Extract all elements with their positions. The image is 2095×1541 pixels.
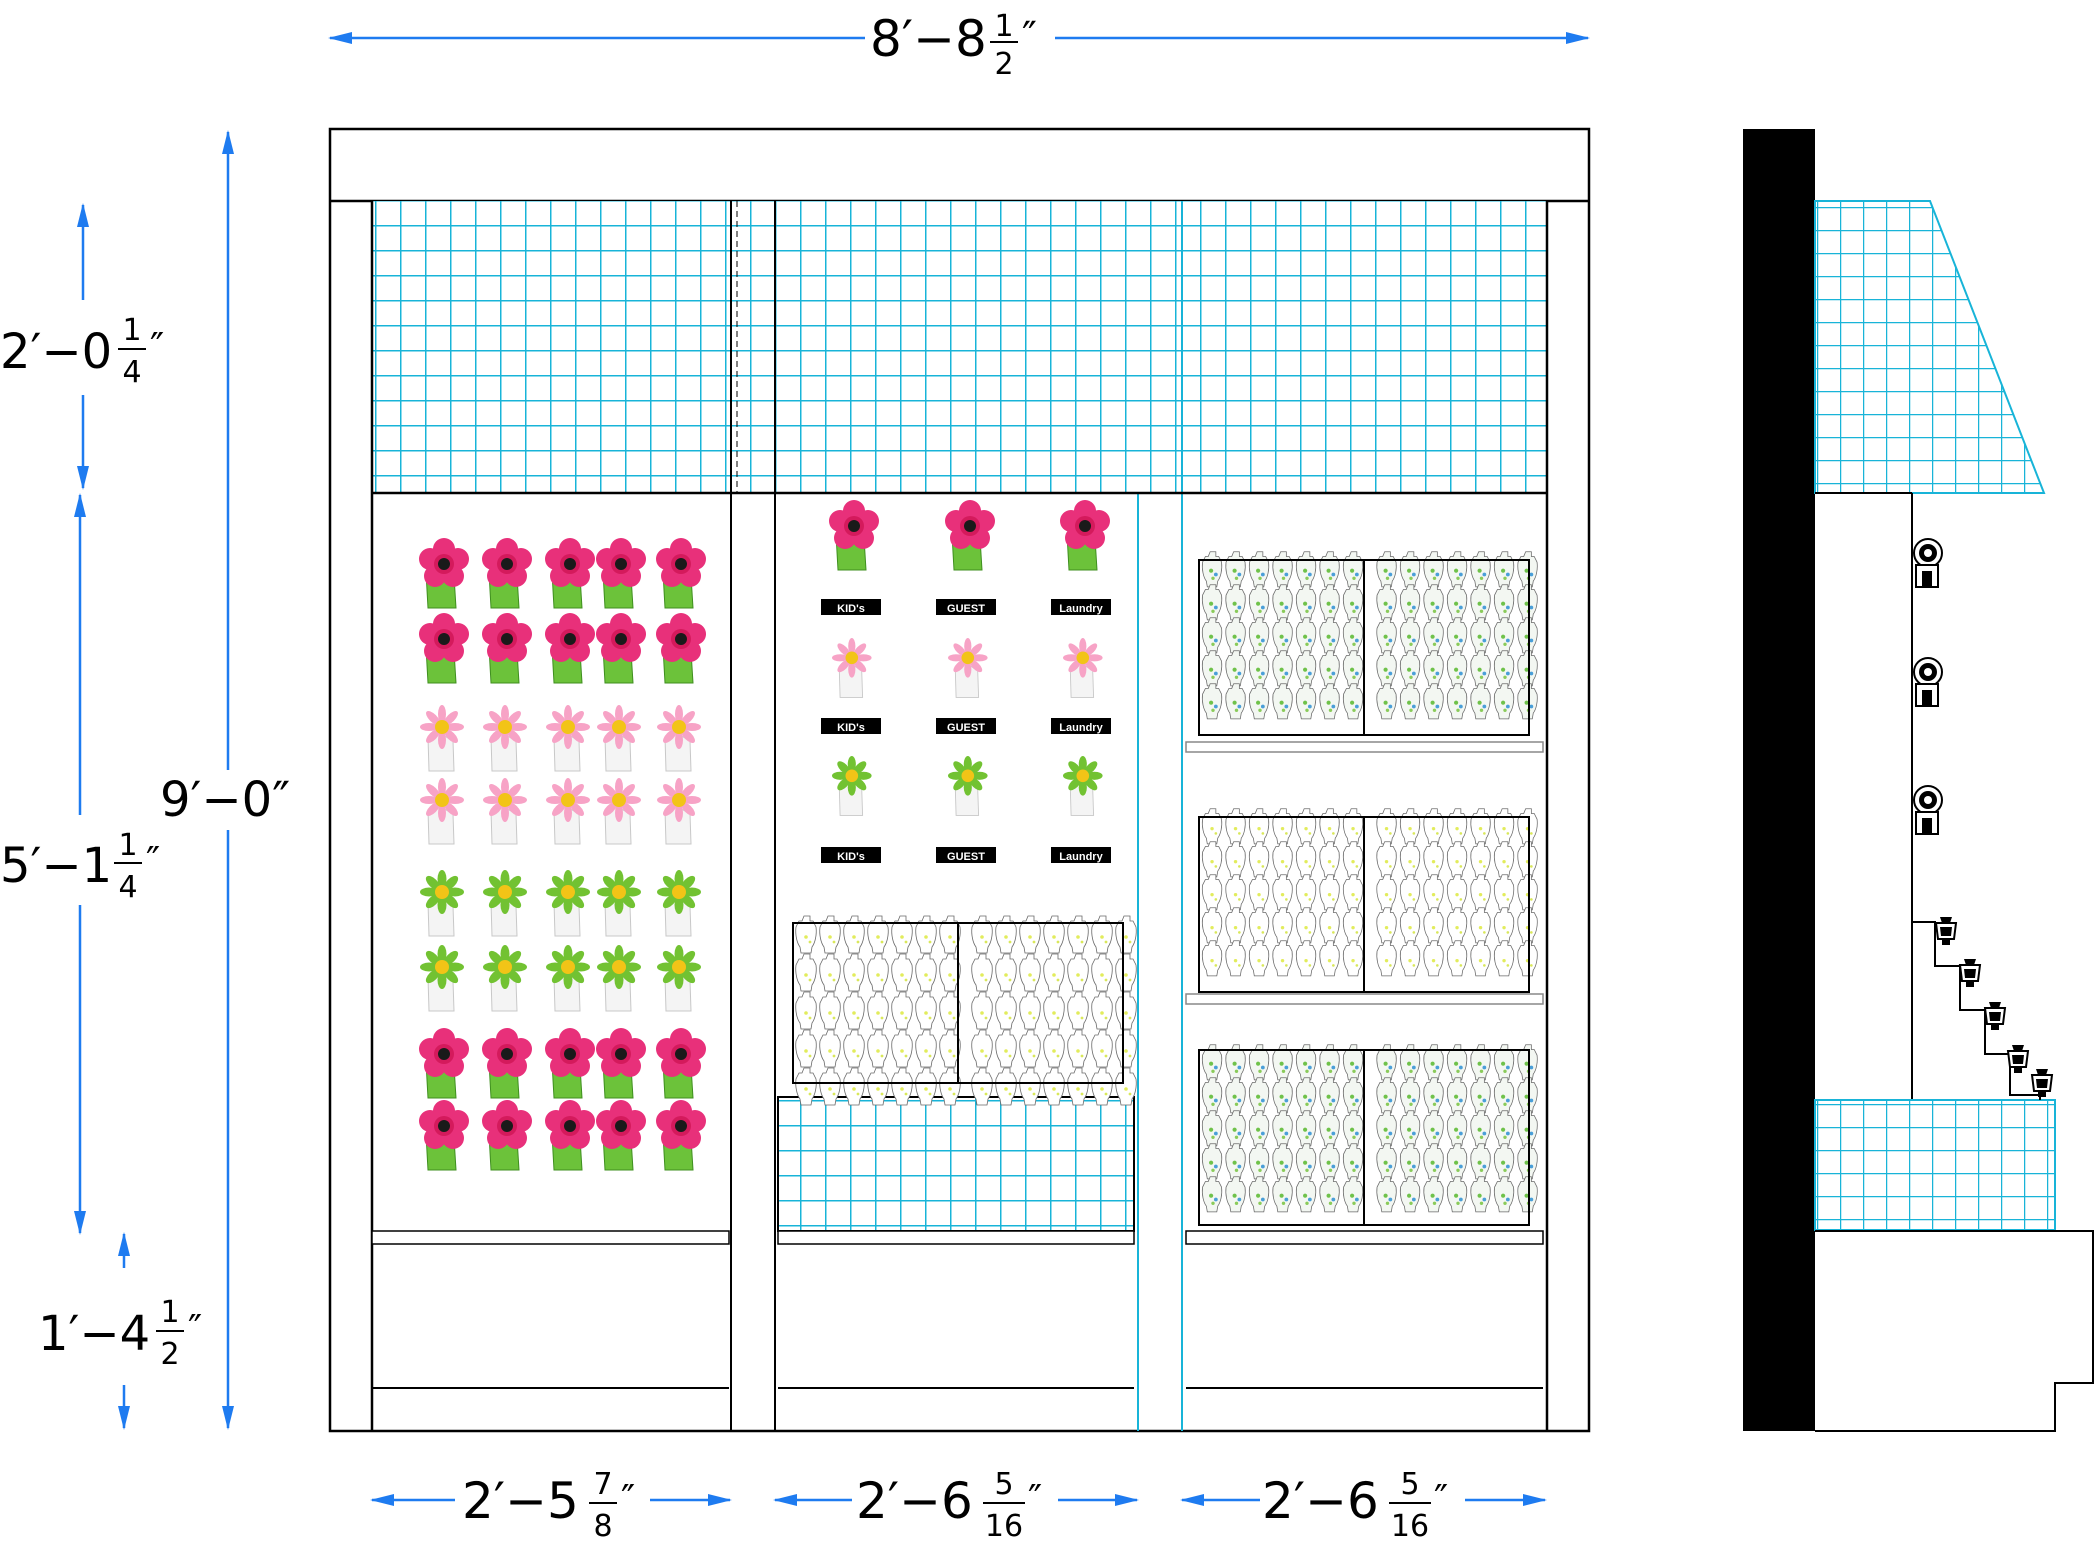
side-lower-gridwall [1814, 1099, 2056, 1231]
lantern-icon [1935, 916, 1957, 946]
wall-hook-icon [1913, 538, 1943, 588]
bay3-shelf-lip [1185, 1230, 1544, 1245]
base-height-den: 2 [160, 1337, 179, 1372]
overall-width-dimension: 8′−8 1 2 ″ [328, 9, 1590, 82]
bay2-signs: KID's GUEST Laundry KID's GUEST Laundry … [819, 597, 1113, 865]
guest-sign-label: GUEST [947, 722, 985, 734]
bay2-width-text: 2′−6 [856, 1472, 973, 1530]
bay3-width-den: 16 [1391, 1509, 1429, 1541]
laundry-sign [1049, 597, 1113, 617]
bay2-width-dimension: 2′−6 5 16 ″ [773, 1467, 1139, 1541]
display-height-num: 1 [118, 828, 137, 863]
kids-sign-label: KID's [837, 722, 865, 734]
bay3-width-num: 5 [1400, 1467, 1419, 1502]
display-height-den: 4 [118, 870, 137, 905]
header-height-num: 1 [122, 313, 141, 348]
bay1-width-suffix: ″ [621, 1477, 635, 1521]
header-height-den: 4 [122, 355, 141, 390]
bay1-width-num: 7 [593, 1467, 612, 1502]
front-elevation: KID's GUEST Laundry KID's GUEST Laundry … [328, 127, 1591, 1433]
bay3-shelf-1 [1185, 741, 1544, 753]
laundry-sign [1049, 716, 1113, 736]
header-height-text: 2′−0 [0, 324, 112, 380]
header-height-dimension: 2′−0 1 4 ″ [0, 203, 164, 490]
kids-sign [819, 597, 883, 617]
bay3-width-text: 2′−6 [1262, 1472, 1379, 1530]
overall-height-dimension: 9′−0″ [160, 130, 290, 1430]
overall-height-text: 9′−0″ [160, 772, 290, 828]
header-height-suffix: ″ [150, 325, 164, 369]
base-height-text: 1′−4 [38, 1306, 150, 1362]
lantern-icon [1959, 958, 1981, 988]
header-gridwall [372, 201, 1547, 493]
guest-sign [934, 845, 998, 865]
display-height-text: 5′−1 [0, 838, 112, 894]
bay3-shelf-2 [1185, 993, 1544, 1005]
guest-sign [934, 716, 998, 736]
laundry-sign-label: Laundry [1059, 603, 1103, 615]
lantern-icon [1984, 1001, 2006, 1031]
lantern-icon [2031, 1068, 2053, 1098]
bay1-width-text: 2′−5 [462, 1472, 579, 1530]
guest-sign-label: GUEST [947, 851, 985, 863]
side-header-gridwall [1814, 200, 2046, 494]
display-height-dimension: 5′−1 1 4 ″ [0, 493, 160, 1235]
base-height-dimension: 1′−4 1 2 ″ [38, 1232, 202, 1430]
guest-sign-label: GUEST [947, 603, 985, 615]
laundry-sign-label: Laundry [1059, 722, 1103, 734]
side-elevation [1743, 129, 2094, 1432]
bay2-lower-gridwall [777, 1096, 1135, 1232]
wall-hook-icon [1913, 785, 1943, 835]
bay3-width-suffix: ″ [1434, 1477, 1448, 1521]
bay2-shelf-lip [777, 1230, 1135, 1245]
side-base-cabinet [1815, 1230, 2094, 1432]
kids-sign-label: KID's [837, 851, 865, 863]
base-height-num: 1 [160, 1295, 179, 1330]
wall-hook-icon [1913, 657, 1943, 707]
overall-width-suffix: ″ [1022, 14, 1037, 60]
overall-width-text: 8′−8 [870, 10, 987, 68]
laundry-sign [1049, 845, 1113, 865]
guest-sign [934, 597, 998, 617]
overall-width-num: 1 [994, 9, 1013, 44]
kids-sign [819, 716, 883, 736]
wire-racks [792, 559, 1530, 1226]
bay1-width-dimension: 2′−5 7 8 ″ [370, 1467, 732, 1541]
side-wall-panel [1743, 129, 1815, 1431]
bay3-width-dimension: 2′−6 5 16 ″ [1180, 1467, 1547, 1541]
laundry-sign-label: Laundry [1059, 851, 1103, 863]
base-height-suffix: ″ [188, 1307, 202, 1351]
bay2-width-num: 5 [994, 1467, 1013, 1502]
bay1-shelf-lip [371, 1230, 730, 1245]
side-step-profile [1912, 921, 2041, 1100]
kids-sign [819, 845, 883, 865]
kids-sign-label: KID's [837, 603, 865, 615]
bay1-width-den: 8 [593, 1509, 612, 1541]
display-height-suffix: ″ [146, 839, 160, 883]
overall-width-den: 2 [994, 47, 1013, 82]
bay2-width-den: 16 [985, 1509, 1023, 1541]
bay2-width-suffix: ″ [1028, 1477, 1042, 1521]
